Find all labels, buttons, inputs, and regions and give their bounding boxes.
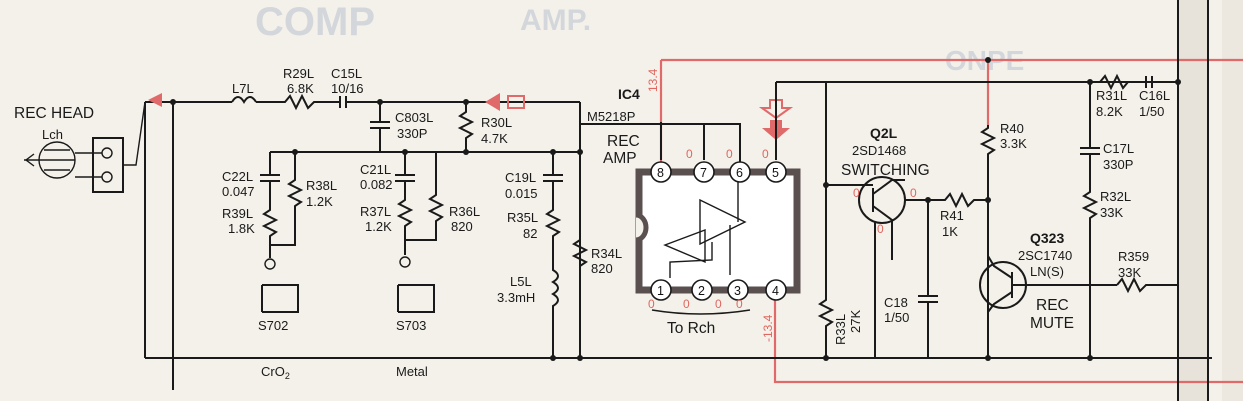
c15-label: C15L [331, 66, 362, 81]
pin-1: 1 [657, 284, 664, 298]
r30-label: R30L [481, 115, 512, 130]
pin-6: 6 [736, 166, 743, 180]
pin-7: 7 [700, 166, 707, 180]
q323-ref: Q323 [1030, 230, 1064, 246]
c17-label: C17L [1103, 141, 1134, 156]
c19-value: 0.015 [505, 186, 538, 201]
v-zero-q2-emitter: 0 [877, 222, 884, 236]
v-zero-q2-collector: 0 [910, 186, 917, 200]
s703-mode: Metal [396, 364, 428, 379]
r41-label: R41 [940, 208, 964, 223]
q323-transistor [979, 255, 1178, 313]
r40-label: R40 [1000, 121, 1024, 136]
r39-label: R39L [222, 206, 253, 221]
r29-value: 6.8K [287, 81, 314, 96]
r35-label: R35L [507, 210, 538, 225]
l7-label: L7L [232, 81, 254, 96]
ic-ref: IC4 [618, 86, 640, 102]
r359-label: R359 [1118, 249, 1149, 264]
v-zero-pin2a: 0 [683, 297, 690, 311]
c18-label: C18 [884, 295, 908, 310]
r34-value: 820 [591, 261, 613, 276]
head-channel: Lch [42, 127, 63, 142]
pin-2: 2 [698, 284, 705, 298]
v-zero-pin1: 0 [648, 297, 655, 311]
s702-mode: CrO2 [261, 364, 290, 381]
pin-3: 3 [734, 284, 741, 298]
v-zero-pin6: 0 [726, 147, 733, 161]
r33-label: R33L [833, 314, 848, 345]
to-rch-label: To Rch [667, 320, 715, 337]
v-13-4: 13.4 [646, 68, 660, 92]
r34-label: R34L [591, 246, 622, 261]
r29-label: R29L [283, 66, 314, 81]
s702-label: S702 [258, 318, 288, 333]
l5-value: 3.3mH [497, 290, 535, 305]
background-watermark: COMP AMP. ONPE [255, 0, 1243, 401]
c15-value: 10/16 [331, 81, 364, 96]
svg-text:AMP.: AMP. [520, 4, 591, 37]
c17-value: 330P [1103, 157, 1133, 172]
ic-func2: AMP [603, 150, 637, 167]
r37-value: 1.2K [365, 219, 392, 234]
r35-value: 82 [523, 226, 537, 241]
c19-label: C19L [505, 170, 536, 185]
ic-pins: 8 7 6 5 1 2 3 4 [650, 161, 787, 301]
ic-func1: REC [607, 133, 640, 150]
q2-ref: Q2L [870, 125, 898, 141]
r36-label: R36L [449, 204, 480, 219]
r38-label: R38L [306, 178, 337, 193]
q323-func2: MUTE [1030, 315, 1074, 332]
r36-value: 820 [451, 219, 473, 234]
v-zero-pin5: 0 [762, 147, 769, 161]
r38-value: 1.2K [306, 194, 333, 209]
r30-value: 4.7K [481, 131, 508, 146]
c803-value: 330P [397, 126, 427, 141]
c16-value: 1/50 [1139, 104, 1164, 119]
pin-8: 8 [657, 166, 664, 180]
power-rail-red [659, 58, 1243, 384]
q323-part: 2SC1740 [1018, 248, 1072, 263]
c16-label: C16L [1139, 88, 1170, 103]
r33-value: 27K [848, 310, 863, 333]
head-title: REC HEAD [14, 105, 94, 122]
r31-value: 8.2K [1096, 104, 1123, 119]
ic-part: M5218P [587, 109, 635, 124]
c18-value: 1/50 [884, 310, 909, 325]
c803-label: C803L [395, 110, 433, 125]
v-zero-pin3: 0 [736, 297, 743, 311]
q2-part: 2SD1468 [852, 143, 906, 158]
s703-label: S703 [396, 318, 426, 333]
c22-value: 0.047 [222, 184, 255, 199]
c22-label: C22L [222, 169, 253, 184]
q2-func: SWITCHING [841, 162, 930, 179]
ic4-chip [635, 81, 1170, 294]
r37-label: R37L [360, 204, 391, 219]
pin-5: 5 [772, 166, 779, 180]
r31-label: R31L [1096, 88, 1127, 103]
c21-label: C21L [360, 162, 391, 177]
c21-value: 0.082 [360, 177, 393, 192]
v-zero-pin2b: 0 [715, 297, 722, 311]
svg-text:COMP: COMP [255, 0, 375, 44]
q323-func1: REC [1036, 297, 1069, 314]
r359-value: 33K [1118, 265, 1141, 280]
rec-head [24, 101, 146, 193]
v-neg-13-4: -13.4 [761, 314, 775, 342]
l5-label: L5L [510, 274, 532, 289]
v-zero-q2-base: 0 [853, 186, 860, 200]
r32-value: 33K [1100, 205, 1123, 220]
pin-4: 4 [772, 284, 779, 298]
r39-value: 1.8K [228, 221, 255, 236]
v-zero-pin7: 0 [686, 147, 693, 161]
r32-label: R32L [1100, 189, 1131, 204]
r40-value: 3.3K [1000, 136, 1027, 151]
q2l-transistor [817, 82, 988, 361]
r41-value: 1K [942, 224, 958, 239]
q323-grade: LN(S) [1030, 264, 1064, 279]
